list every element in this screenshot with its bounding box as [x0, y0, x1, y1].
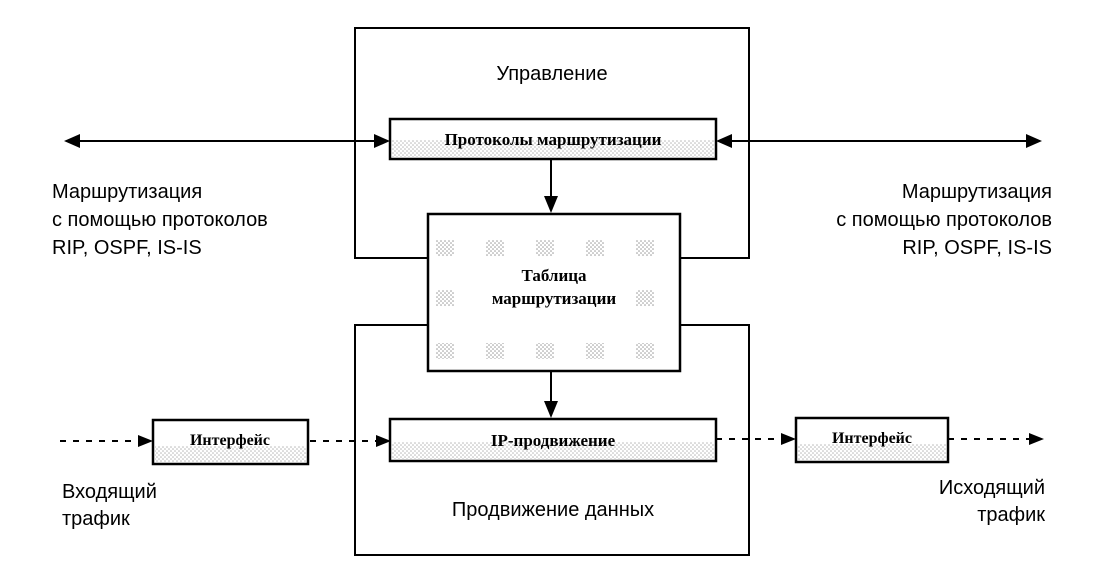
incoming-traffic-label: Входящий трафик [62, 481, 157, 530]
right-interface-label: Интерфейс [832, 430, 912, 447]
incoming-traffic-line1: Входящий [62, 481, 157, 503]
routing-protocols-box: Протоколы маршрутизации [388, 117, 718, 161]
interface-to-forwarding-arrow [310, 435, 391, 447]
routing-table-title-line2: маршрутизации [492, 289, 617, 308]
outgoing-traffic-arrow [948, 433, 1044, 445]
outgoing-traffic-line1: Исходящий [939, 477, 1045, 499]
forwarding-to-interface-arrow [716, 433, 796, 445]
outgoing-traffic-line2: трафик [977, 504, 1045, 526]
data-plane-title: Продвижение данных [452, 499, 654, 521]
routing-protocols-label: Протоколы маршрутизации [445, 130, 662, 149]
right-routing-arrow [716, 134, 1042, 148]
control-plane-title: Управление [496, 63, 607, 85]
control-plane-frame [354, 27, 750, 259]
table-to-forwarding-arrow [544, 371, 558, 418]
right-interface-box: Интерфейс [794, 416, 950, 464]
stipple-row-bottom [436, 343, 654, 359]
routing-table-title-line1: Таблица [521, 266, 587, 285]
left-routing-arrow [64, 134, 390, 148]
incoming-traffic-arrow [60, 435, 153, 447]
stipple-row-middle [436, 290, 654, 306]
right-routing-note: Маршрутизация с помощью протоколов RIP, … [836, 181, 1052, 259]
ip-forwarding-label: IP-продвижение [491, 431, 616, 450]
ip-forwarding-box: IP-продвижение [388, 417, 718, 463]
incoming-traffic-line2: трафик [62, 508, 130, 530]
data-plane-frame [354, 324, 750, 556]
right-routing-note-line1: Маршрутизация [902, 181, 1052, 203]
left-routing-note-line1: Маршрутизация [52, 181, 202, 203]
left-routing-note-line3: RIP, OSPF, IS-IS [52, 237, 202, 259]
right-routing-note-line2: с помощью протоколов [836, 209, 1052, 231]
left-interface-box: Интерфейс [151, 418, 310, 466]
routing-table-box: Таблица маршрутизации [426, 212, 682, 373]
outgoing-traffic-label: Исходящий трафик [939, 477, 1045, 526]
right-routing-note-line3: RIP, OSPF, IS-IS [902, 237, 1052, 259]
left-routing-note: Маршрутизация с помощью протоколов RIP, … [52, 181, 268, 259]
left-interface-label: Интерфейс [190, 432, 270, 449]
stipple-row-top [436, 240, 654, 256]
left-routing-note-line2: с помощью протоколов [52, 209, 268, 231]
protocols-to-table-arrow [544, 160, 558, 213]
